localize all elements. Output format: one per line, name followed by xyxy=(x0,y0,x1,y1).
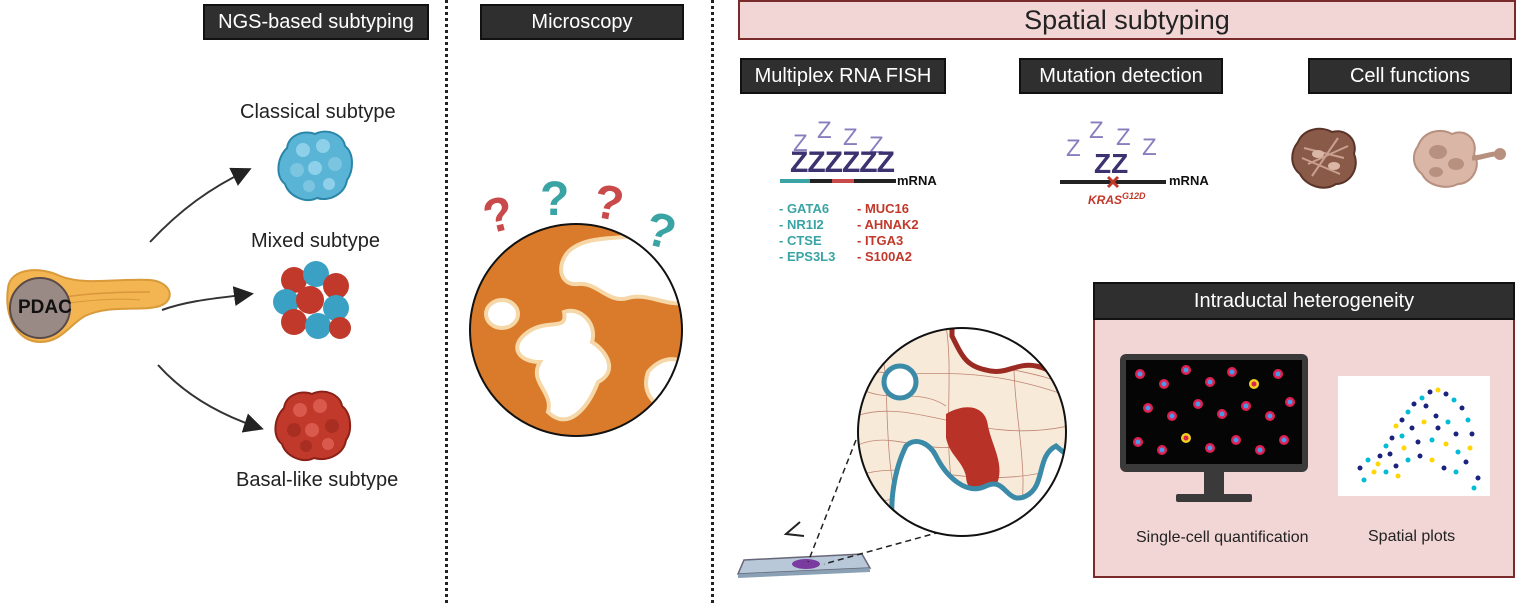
monitor-icon xyxy=(1120,354,1308,502)
microscopy-tissue-icon xyxy=(469,223,683,437)
kras-gene: KRAS xyxy=(1088,193,1123,207)
pdac-label: PDAC xyxy=(18,297,72,318)
single-cell-label: Single-cell quantification xyxy=(1136,529,1309,546)
cell-functions-header: Cell functions xyxy=(1308,58,1512,94)
ngs-header: NGS-based subtyping xyxy=(203,4,429,40)
basal-label: Basal-like subtype xyxy=(236,469,399,491)
fish-header: Multiplex RNA FISH xyxy=(740,58,946,94)
cell-contractile-icon xyxy=(1291,127,1357,189)
arrow-classical xyxy=(149,167,252,243)
fish-z-2: Z xyxy=(817,117,832,144)
basal-gene-3: - ITGA3 xyxy=(857,233,904,248)
basal-tumor-icon xyxy=(274,390,352,462)
basal-gene-2: - AHNAK2 xyxy=(857,217,919,232)
classical-gene-4: - EPS3L3 xyxy=(779,249,836,264)
arrow-mixed xyxy=(161,286,254,311)
intraductal-header: Intraductal heterogeneity xyxy=(1093,282,1515,320)
mutation-x-icon xyxy=(1106,175,1120,189)
classical-label: Classical subtype xyxy=(240,101,396,123)
slide-icon xyxy=(736,521,872,578)
mutation-header: Mutation detection xyxy=(1019,58,1223,94)
basal-gene-1: - MUC16 xyxy=(857,201,910,216)
classical-gene-2: - NR1I2 xyxy=(779,217,824,232)
fish-mrna-label: mRNA xyxy=(897,173,937,188)
fish-mrna-line xyxy=(780,179,896,183)
fish-z-1: Z xyxy=(793,130,808,157)
kras-variant: G12D xyxy=(1122,191,1146,201)
basal-gene-4: - S100A2 xyxy=(857,249,912,264)
classical-gene-3: - CTSE xyxy=(779,233,822,248)
magnified-tissue-icon xyxy=(857,327,1067,537)
mut-probes: ZZ xyxy=(1094,148,1129,179)
mut-z-2: Z xyxy=(1089,117,1104,144)
classical-tumor-icon xyxy=(277,130,353,202)
mutation-mrna-line xyxy=(1060,175,1166,189)
zoom-lines xyxy=(807,439,941,565)
spatial-header-label: Spatial subtyping xyxy=(1024,4,1230,35)
mutation-mrna-label: mRNA xyxy=(1169,173,1209,188)
cell-invasive-icon xyxy=(1412,129,1506,188)
microscopy-header: Microscopy xyxy=(480,4,684,40)
spatial-plots-label: Spatial plots xyxy=(1368,528,1456,545)
eye-icon xyxy=(783,521,805,537)
mixed-label: Mixed subtype xyxy=(251,230,380,252)
kras-label: KRASG12D xyxy=(1088,191,1146,207)
fish-probes: ZZZZZZ xyxy=(790,146,895,179)
arrow-basal xyxy=(157,364,264,433)
pancreas-icon xyxy=(6,269,171,344)
mixed-tumor-icon xyxy=(273,261,351,339)
fish-z-3: Z xyxy=(843,124,858,151)
question-mark-2: ? xyxy=(540,173,570,226)
fish-z-4: Z xyxy=(869,132,884,159)
spatial-plot-icon xyxy=(1338,376,1490,496)
classical-gene-1: - GATA6 xyxy=(779,201,830,216)
mut-z-1: Z xyxy=(1066,135,1081,162)
mut-z-3: Z xyxy=(1116,124,1131,151)
divider-left xyxy=(445,0,448,603)
spatial-header: Spatial subtyping xyxy=(738,0,1516,40)
divider-right xyxy=(711,0,714,603)
arrows xyxy=(149,167,264,433)
mut-z-4: Z xyxy=(1142,134,1157,161)
